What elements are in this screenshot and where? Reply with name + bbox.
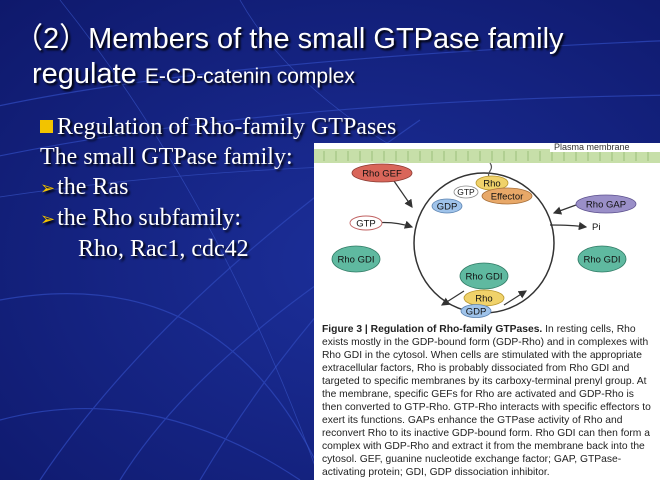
- gdp-bottom-label: GDP: [466, 306, 487, 317]
- rho-regulation-figure: Plasma membrane Rho GEF GTP Rho Effector…: [314, 143, 660, 480]
- membrane-lipids: [323, 151, 649, 161]
- rho-top-label: Rho: [483, 179, 500, 190]
- figure-caption-body: In resting cells, Rho exists mostly in t…: [322, 324, 651, 478]
- rho-gdi-left-label: Rho GDI: [338, 255, 375, 266]
- plasma-membrane-label: Plasma membrane: [554, 143, 630, 152]
- rho-gdi-right-label: Rho GDI: [584, 255, 621, 266]
- effector-label: Effector: [491, 192, 524, 203]
- gtp-top-label: GTP: [457, 187, 475, 197]
- bullet-item-rho-detail: Rho, Rac1, cdc42: [78, 236, 249, 262]
- slide-title: （2）Members of the small GTPase family re…: [14, 22, 614, 97]
- figure-caption: Figure 3 | Regulation of Rho-family GTPa…: [322, 323, 656, 479]
- rho-cycle-diagram: Plasma membrane Rho GEF GTP Rho Effector…: [314, 143, 660, 318]
- bullet-item-rho: ➢the Rho subfamily:: [40, 203, 396, 234]
- rho-bottom-label: Rho: [475, 294, 492, 305]
- bullet-intro: The small GTPase family:: [40, 144, 293, 170]
- rho-gef-label: Rho GEF: [362, 169, 402, 180]
- bullet-item-rho-text: the Rho subfamily:: [57, 205, 242, 231]
- pi-out-arrow: [549, 221, 588, 231]
- arrow-bullet-icon: ➢: [40, 178, 56, 198]
- effector-node: [481, 187, 533, 205]
- title-line-2-part-a: regulate: [32, 58, 145, 90]
- gap-arrow: [552, 204, 577, 215]
- bullet-heading: Regulation of Rho-family GTPases: [40, 112, 396, 142]
- rho-gdi-left-node: [331, 245, 381, 273]
- gtp-left-label: GTP: [356, 219, 376, 230]
- title-line-1: （2）Members of the small GTPase family: [14, 23, 564, 55]
- rho-gdi-center-label: Rho GDI: [466, 272, 503, 283]
- rho-gap-label: Rho GAP: [586, 200, 626, 211]
- gef-arrow: [393, 180, 413, 208]
- gdi-release-arrow: [440, 290, 465, 306]
- title-line-2-part-b: E-CD-catenin complex: [144, 65, 355, 88]
- square-bullet-icon: [40, 120, 53, 133]
- bullet-heading-text: Regulation of Rho-family GTPases: [57, 114, 397, 140]
- title-line-2: regulate E-CD-catenin complex: [14, 56, 614, 97]
- gdp-top-node: [431, 198, 463, 214]
- gdi-bind-arrow: [503, 290, 528, 306]
- figure-caption-title: Figure 3 | Regulation of Rho-family GTPa…: [322, 324, 543, 335]
- plasma-membrane: [314, 149, 660, 163]
- gtp-top-node: [453, 185, 479, 199]
- rho-gap-node: [575, 194, 637, 214]
- bullet-item-ras-text: the Ras: [57, 174, 129, 200]
- rho-gef-node: [351, 163, 413, 183]
- gdp-top-label: GDP: [437, 202, 458, 213]
- bullet-list: Regulation of Rho-family GTPases The sma…: [40, 112, 396, 264]
- pi-label: Pi: [592, 222, 600, 233]
- bullet-item-ras: ➢the Ras: [40, 172, 396, 203]
- rho-gdi-center-node: [459, 262, 509, 290]
- gtp-left-node: [349, 215, 383, 231]
- arrow-bullet-icon: ➢: [40, 209, 56, 229]
- gdp-bottom-node: [460, 304, 492, 318]
- rho-gdi-right-node: [577, 245, 627, 273]
